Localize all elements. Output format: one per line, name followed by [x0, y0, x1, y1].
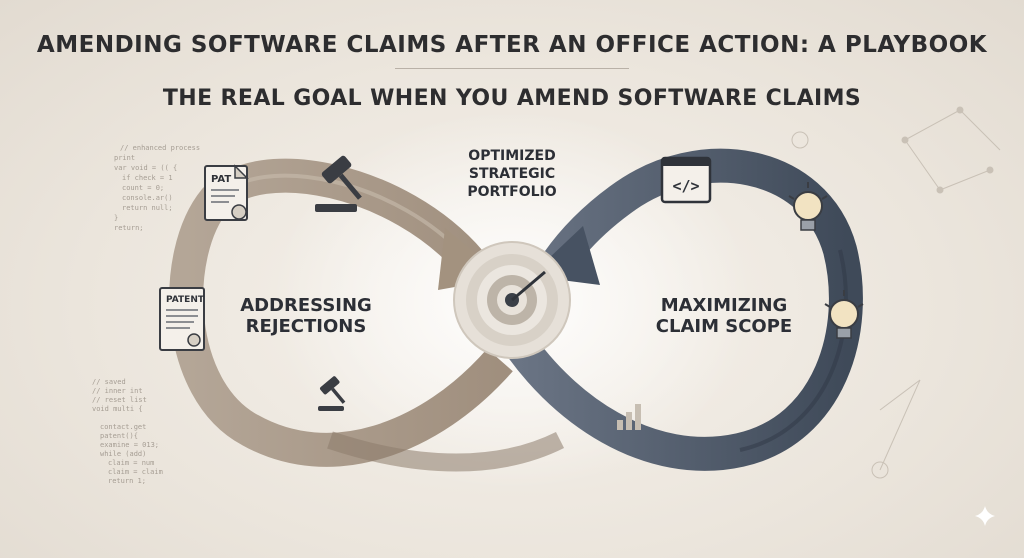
center-label: OPTIMIZED STRATEGIC PORTFOLIO [467, 148, 556, 200]
left-loop-label-line: ADDRESSING [240, 295, 372, 316]
code-window-icon: </> [662, 158, 710, 202]
code-line: claim = num [108, 459, 154, 467]
code-line: contact.get [100, 423, 146, 431]
code-line: // saved [92, 378, 126, 386]
code-line: console.ar() [122, 194, 173, 202]
code-line: return null; [122, 204, 173, 212]
code-line: return; [114, 224, 144, 232]
code-line: examine = 013; [100, 441, 159, 449]
code-line: // inner int [92, 387, 143, 395]
left-loop-label: ADDRESSING REJECTIONS [240, 295, 372, 337]
code-line: if check = 1 [122, 174, 173, 182]
code-snippet-bottom-left: // saved // inner int // reset list void… [92, 378, 163, 485]
code-line: while (add) [100, 450, 146, 458]
right-loop-label-line: CLAIM SCOPE [656, 316, 792, 337]
code-line: var void = (( { [114, 164, 177, 172]
certificate-label: PAT [211, 174, 231, 185]
center-label-line: STRATEGIC [469, 166, 555, 182]
code-line: count = 0; [122, 184, 164, 192]
code-line: print [114, 154, 135, 162]
sparkle-icon [975, 506, 995, 526]
left-loop-label-line: REJECTIONS [246, 316, 367, 337]
patent-document-icon: PATENT [160, 288, 205, 350]
code-line: claim = claim [108, 468, 163, 476]
svg-text:</>: </> [672, 177, 699, 195]
code-line: // enhanced process [120, 144, 200, 152]
right-loop-label-line: MAXIMIZING [661, 295, 788, 316]
background-network [792, 107, 1000, 478]
right-loop-label: MAXIMIZING CLAIM SCOPE [656, 295, 792, 337]
code-line: void multi { [92, 405, 143, 413]
code-line: // reset list [92, 396, 147, 404]
code-line: } [114, 214, 118, 222]
patent-certificate-icon: PAT [205, 166, 247, 220]
patent-document-label: PATENT [166, 295, 205, 305]
code-line: patent(){ [100, 432, 138, 440]
target-icon [454, 242, 570, 358]
center-label-line: PORTFOLIO [467, 184, 556, 200]
code-line: return 1; [108, 477, 146, 485]
center-label-line: OPTIMIZED [468, 148, 555, 164]
